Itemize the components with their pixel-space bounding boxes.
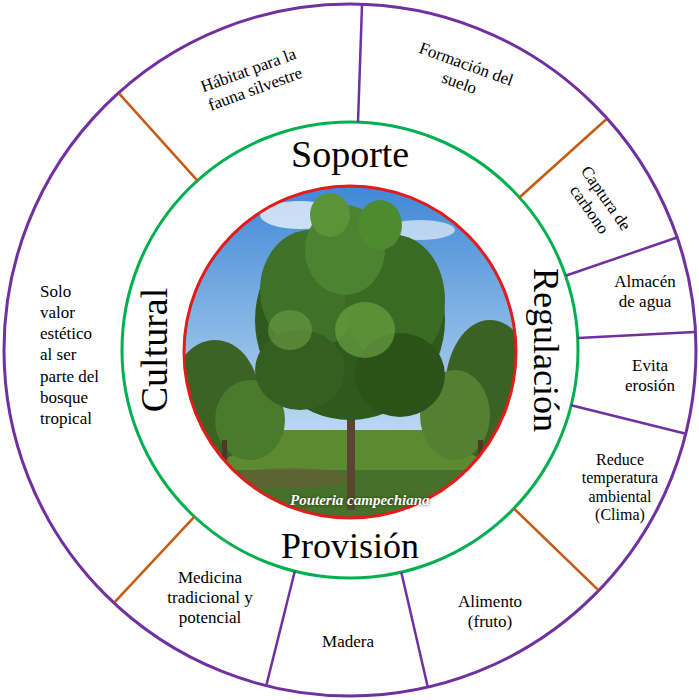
service-text: Almacén de agua [610,272,680,313]
service-text: Alimento (fruto) [453,592,528,633]
service-text: Medicina tradicional y potencial [164,568,256,629]
service-dividers [267,5,695,686]
category-label: Soporte [291,135,409,173]
service-text: Madera [313,632,383,652]
service-segment: Almacén de agua [610,272,680,313]
category-dividers [115,94,607,603]
category-ring [122,122,578,578]
outer-ring [4,4,696,696]
service-text: Reduce temperatura ambiental (Clima) [580,451,660,525]
service-text: Evita erosión [620,356,680,397]
service-segment: Captura de carbono [554,155,639,252]
category-label: Cultural [135,288,173,413]
service-segment: Madera [313,632,383,652]
service-text: Hábitat para la fauna silvestre [189,40,316,119]
category-label: Regulación [528,268,564,432]
service-segment: Solo valor estético al ser parte del bos… [40,281,106,430]
tree-photo [170,180,535,530]
service-segment: Alimento (fruto) [453,592,528,633]
service-segment: Formación del suelo [401,35,523,113]
service-text: Formación del suelo [401,35,523,113]
service-text: Captura de carbono [554,155,639,252]
service-segment: Reduce temperatura ambiental (Clima) [580,451,660,525]
service-segment: Medicina tradicional y potencial [164,568,256,629]
photo-border [184,186,516,518]
species-photo: Pouteria campechiana [290,491,430,509]
species-name: Pouteria campechiana [290,491,430,509]
service-text: Solo valor estético al ser parte del bos… [40,281,106,430]
service-segment: Evita erosión [620,356,680,397]
service-segment: Hábitat para la fauna silvestre [189,40,316,119]
category-label: Provisión [281,528,419,564]
